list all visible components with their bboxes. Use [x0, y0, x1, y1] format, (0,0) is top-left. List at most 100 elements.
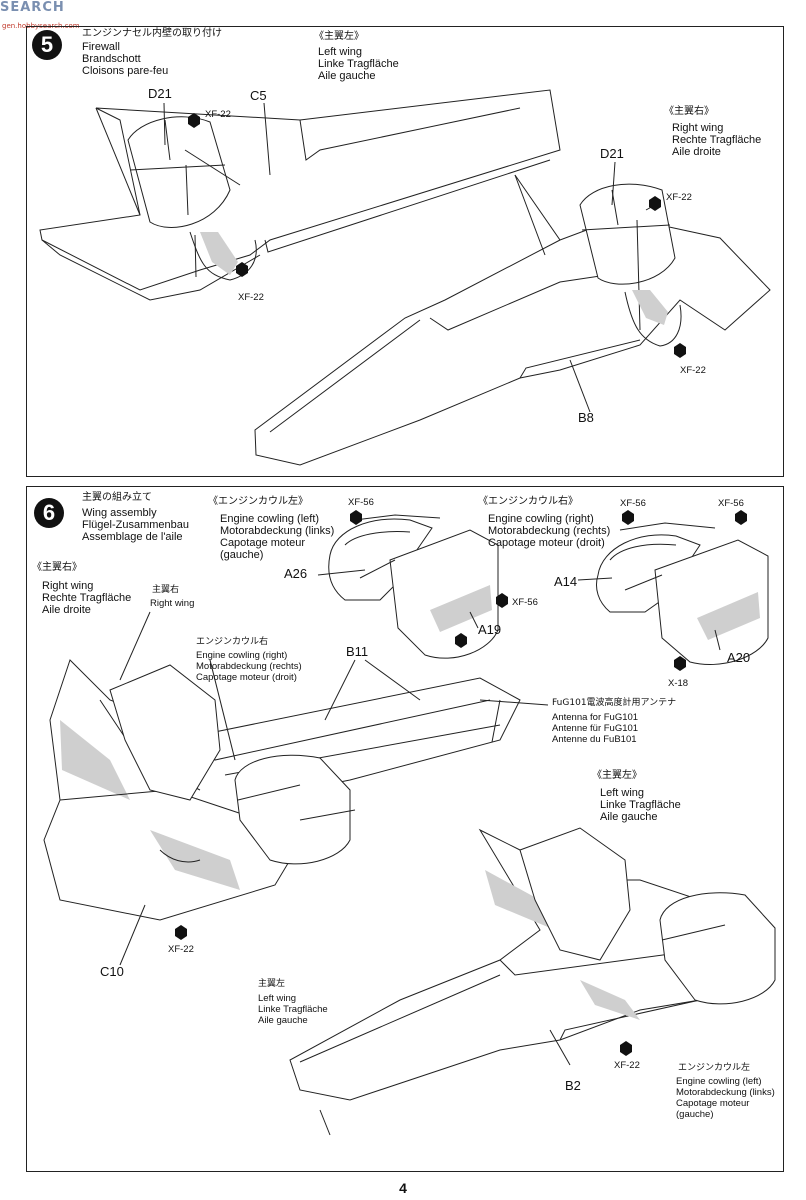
- step6-cowling-right-drawing: [596, 522, 769, 665]
- step6-left-wing-small-jp: 主翼左: [258, 979, 286, 989]
- step6-part-a26: A26: [284, 566, 308, 581]
- step6-left-wing-small-de: Linke Tragfläche: [258, 1004, 328, 1015]
- step6-antenna-de: Antenne für FuG101: [552, 723, 639, 734]
- step6-paint-marker-6: [674, 656, 686, 671]
- step6-part-a19: A19: [478, 622, 502, 637]
- step6-paint-marker-1: [350, 510, 362, 525]
- step6-left-wing-en: Left wing: [600, 787, 645, 799]
- step5-part-c5: C5: [250, 88, 267, 103]
- step6-cowl-left-small-fr: Capotage moteur: [676, 1098, 750, 1109]
- step6-part-b2: B2: [565, 1078, 581, 1093]
- step6-cowl-left-en: Engine cowling (left): [220, 513, 320, 525]
- step5-left-wing-en: Left wing: [318, 46, 363, 58]
- step5-part-d21-left: D21: [148, 86, 172, 101]
- step5-left-wing-drawing: [39, 89, 561, 301]
- step5-left-wing-jp: 《主翼左》: [314, 31, 364, 42]
- page-number: 4: [399, 1180, 407, 1196]
- step5-paint-label-3: XF-22: [666, 192, 692, 203]
- watermark: SEARCH: [0, 0, 65, 15]
- step5-paint-marker-4: [674, 343, 686, 358]
- step6-antenna-jp: FuG101電波高度計用アンテナ: [552, 698, 677, 708]
- step5-right-wing-de: Rechte Tragfläche: [672, 134, 762, 146]
- step5-paint-marker-3: [649, 196, 661, 211]
- step5-paint-marker-1: [188, 113, 200, 128]
- step6-cowl-right-en: Engine cowling (right): [488, 513, 594, 525]
- step6-title-en: Wing assembly: [82, 507, 157, 519]
- step5-right-wing-en: Right wing: [672, 122, 724, 134]
- step6-part-c10: C10: [100, 964, 124, 979]
- step6-antenna-fr: Antenne du FuB101: [552, 734, 637, 745]
- step5-right-wing-drawing: [254, 174, 771, 466]
- step6-paint-label-7: XF-22: [614, 1060, 640, 1071]
- step5-paint-label-4: XF-22: [680, 365, 706, 376]
- step6-cowl-left-small-en: Engine cowling (left): [676, 1076, 762, 1087]
- step6-cowl-left-small-fr2: (gauche): [676, 1109, 714, 1120]
- step6-left-wing-small-en: Left wing: [258, 993, 297, 1004]
- step6-cowl-left-fr: Capotage moteur: [220, 537, 305, 549]
- step6-paint-marker-5: [735, 510, 747, 525]
- step6-paint-marker-4: [622, 510, 634, 525]
- step5-title-jp: エンジンナセル内壁の取り付け: [82, 28, 222, 39]
- step6-right-wing-small-en: Right wing: [150, 598, 195, 609]
- step6-paint-marker-8: [620, 1041, 632, 1056]
- step6-cowl-left-small-de: Motorabdeckung (links): [676, 1087, 775, 1098]
- step6-frame: [26, 486, 784, 1172]
- step5-paint-label-2: XF-22: [238, 292, 264, 303]
- step6-title-de: Flügel-Zusammenbau: [82, 519, 189, 531]
- step6-title-fr: Assemblage de l'aile: [82, 531, 183, 543]
- step5-left-wing-fr: Aile gauche: [318, 70, 376, 82]
- step6-antenna-en: Antenna for FuG101: [552, 712, 639, 723]
- step5-part-d21-right: D21: [600, 146, 624, 161]
- step6-paint-label-4: XF-56: [718, 498, 744, 509]
- step5-title-en: Firewall: [82, 41, 120, 53]
- step6-left-wing-small-fr: Aile gauche: [258, 1015, 308, 1026]
- step6-left-wing-drawing: [289, 827, 776, 1101]
- step5-title-fr: Cloisons pare-feu: [82, 65, 169, 77]
- step6-cowl-right-fr: Capotage moteur (droit): [488, 537, 605, 549]
- step6-number-badge: 6: [34, 498, 64, 528]
- step6-cowl-left-de: Motorabdeckung (links): [220, 525, 335, 537]
- step6-cowl-right-de: Motorabdeckung (rechts): [488, 525, 611, 537]
- step5-title-de: Brandschott: [82, 53, 141, 65]
- step6-cowl-right-small-en: Engine cowling (right): [196, 650, 288, 661]
- step6-cowl-right-jp: 《エンジンカウル右》: [478, 496, 578, 507]
- step6-part-b11: B11: [346, 644, 369, 659]
- step5-paint-marker-2: [236, 262, 248, 277]
- step6-cowl-left-fr2: (gauche): [220, 549, 264, 561]
- step6-right-wing-jp: 《主翼右》: [32, 562, 82, 573]
- step6-right-wing-drawing: [43, 659, 521, 921]
- step6-cowl-left-jp: 《エンジンカウル左》: [208, 496, 308, 507]
- step6-part-a14: A14: [554, 574, 578, 589]
- step6-right-wing-fr: Aile droite: [42, 604, 91, 616]
- step5-right-wing-jp: 《主翼右》: [664, 106, 714, 117]
- step6-paint-marker-2: [496, 593, 508, 608]
- step6-cowl-right-small-de: Motorabdeckung (rechts): [196, 661, 302, 672]
- step6-left-wing-jp: 《主翼左》: [592, 770, 642, 781]
- step5-right-wing-fr: Aile droite: [672, 146, 721, 158]
- step6-cowl-left-small-jp: エンジンカウル左: [678, 1063, 751, 1073]
- step6-part-a20: A20: [727, 650, 751, 665]
- step6-paint-label-5: X-18: [668, 678, 689, 689]
- step6-left-wing-de: Linke Tragfläche: [600, 799, 681, 811]
- step6-paint-label-2: XF-56: [512, 597, 538, 608]
- step5-number-badge: 5: [32, 30, 62, 60]
- step5-frame: [26, 26, 784, 477]
- step6-paint-label-6: XF-22: [168, 944, 194, 955]
- step5-paint-label-1: XF-22: [205, 109, 231, 120]
- step6-paint-marker-3: [455, 633, 467, 648]
- step6-right-wing-small-jp: 主翼右: [152, 585, 180, 595]
- step6-leader-lines: [119, 569, 721, 1136]
- step6-title-jp: 主翼の組み立て: [82, 492, 152, 503]
- step6-right-wing-en: Right wing: [42, 580, 94, 592]
- step6-cowl-right-small-fr: Capotage moteur (droit): [196, 672, 297, 683]
- step6-left-wing-fr: Aile gauche: [600, 811, 658, 823]
- step6-cowl-right-small-jp: エンジンカウル右: [196, 637, 269, 647]
- step5-left-wing-de: Linke Tragfläche: [318, 58, 399, 70]
- step6-cowling-left-drawing: [328, 514, 499, 659]
- step6-paint-label-1: XF-56: [348, 497, 374, 508]
- step6-paint-label-3: XF-56: [620, 498, 646, 509]
- step6-paint-marker-7: [175, 925, 187, 940]
- step5-part-b8: B8: [578, 410, 594, 425]
- step6-right-wing-de: Rechte Tragfläche: [42, 592, 132, 604]
